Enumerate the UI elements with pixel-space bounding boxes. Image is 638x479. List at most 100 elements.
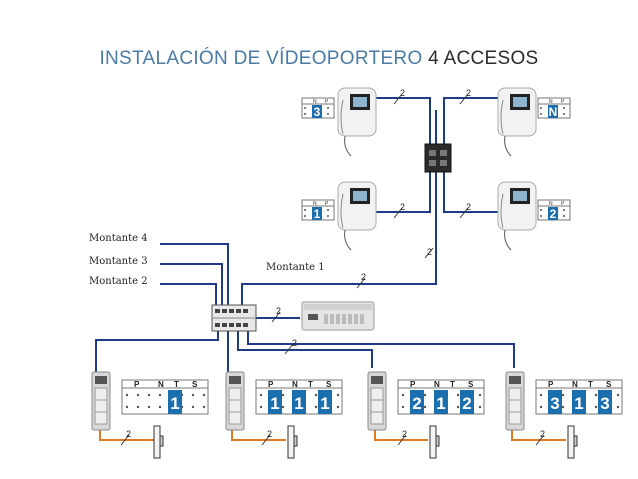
wire-count-label: 2 <box>267 429 272 439</box>
switch-code-box <box>548 207 558 220</box>
wire-tick <box>393 207 403 219</box>
panel-code: 1 <box>320 394 329 413</box>
switch-code-box <box>318 390 332 414</box>
panel-code: 3 <box>600 394 609 413</box>
switch-header-label: T <box>450 380 455 389</box>
monitor-n <box>497 87 537 157</box>
wire-count-label: 2 <box>400 202 405 212</box>
switch-header-label: T <box>308 380 313 389</box>
wire-tick <box>535 434 545 446</box>
wire-tick <box>424 247 434 259</box>
wire-count-label: 2 <box>466 202 471 212</box>
switch-header-label: P <box>325 99 329 105</box>
wire-tick <box>397 434 407 446</box>
wire-tick <box>459 93 469 105</box>
switch-code-box <box>548 105 558 118</box>
panel-code: 2 <box>412 394 421 413</box>
switch-header-label: S <box>606 380 612 389</box>
wire-count-label: 2 <box>292 338 297 348</box>
wire-tick <box>284 343 294 355</box>
switch-header-label: N <box>313 201 317 207</box>
lock-wire-2 <box>231 428 286 441</box>
switch-header-label: T <box>174 380 179 389</box>
wire-tick <box>271 311 281 323</box>
lock-wires <box>99 428 566 441</box>
switch-header-label: P <box>561 99 565 105</box>
switch-code-box <box>598 390 612 414</box>
switch-header-label: N <box>549 99 553 105</box>
wire-ticks <box>120 93 545 446</box>
switch-header-label: T <box>588 380 593 389</box>
panel-code: 1 <box>270 394 279 413</box>
switch-code-box <box>548 390 562 414</box>
monitor-code: 3 <box>314 105 321 119</box>
riser-label-4: Montante 4 <box>89 233 148 244</box>
bus-panel-3 <box>237 330 373 368</box>
switch-header-label: S <box>192 380 198 389</box>
lock-wire-3 <box>374 428 428 441</box>
riser-wire-3 <box>160 263 223 306</box>
riser-label-3: Montante 3 <box>89 256 148 267</box>
switch-header-label: P <box>410 380 416 389</box>
power-supply <box>301 301 375 331</box>
riser-label-2: Montante 2 <box>89 276 148 287</box>
bus-monitor-2 <box>443 170 498 213</box>
wire-count-label: 2 <box>427 247 432 257</box>
riser-label-1: Montante 1 <box>266 262 325 273</box>
switch-header-label: P <box>134 380 140 389</box>
monitor-switch-block: N P2 <box>537 199 571 221</box>
panel-code: 1 <box>294 394 303 413</box>
wire-count-labels: 2 2 2 2 2 2 2 2 2 2 2 2 <box>126 88 545 439</box>
lock-wire-1 <box>99 428 154 441</box>
switch-header-label: P <box>561 201 565 207</box>
electric-lock <box>287 425 298 459</box>
switch-code-box <box>268 390 282 414</box>
monitor-code: 2 <box>550 207 557 221</box>
electric-lock <box>153 425 164 459</box>
switch-code-box <box>312 207 322 220</box>
riser-wire-2 <box>160 283 217 306</box>
wire-tick <box>459 207 469 219</box>
wire-tick <box>356 277 366 289</box>
riser-wires <box>95 97 515 372</box>
switch-code-box <box>312 105 322 118</box>
switch-code-box <box>572 390 586 414</box>
monitor-switch-block: N P3 <box>301 97 335 119</box>
riser-wire-1 <box>241 110 437 306</box>
monitor-1 <box>337 181 377 251</box>
switch-header-label: N <box>313 99 317 105</box>
switch-header-label: N <box>434 380 440 389</box>
wire-count-label: 2 <box>126 429 131 439</box>
switch-header-label: P <box>548 380 554 389</box>
panel-code: 1 <box>574 394 583 413</box>
switch-code-box <box>460 390 474 414</box>
panel-code: 1 <box>436 394 445 413</box>
switch-header-label: P <box>268 380 274 389</box>
title-main: INSTALACIÓN DE VÍDEOPORTERO <box>99 48 423 69</box>
monitor-3 <box>337 87 377 157</box>
lock-wire-4 <box>511 428 566 441</box>
wire-tick <box>120 434 130 446</box>
monitor-code: N <box>549 105 558 119</box>
title-accent: 4 ACCESOS <box>428 48 539 69</box>
bus-monitor-3 <box>376 97 431 148</box>
switch-code-box <box>168 390 182 414</box>
wire-count-label: 2 <box>466 88 471 98</box>
switch-header-label: N <box>549 201 553 207</box>
floor-distributor <box>424 143 452 173</box>
bus-monitor-1 <box>376 170 431 213</box>
diagram-title: INSTALACIÓN DE VÍDEOPORTERO 4 ACCESOS <box>0 48 638 70</box>
riser-wire-4 <box>160 243 229 306</box>
wire-count-label: 2 <box>540 429 545 439</box>
monitor-code: 1 <box>314 207 321 221</box>
switch-header-label: S <box>326 380 332 389</box>
riser-distributor <box>211 304 257 332</box>
